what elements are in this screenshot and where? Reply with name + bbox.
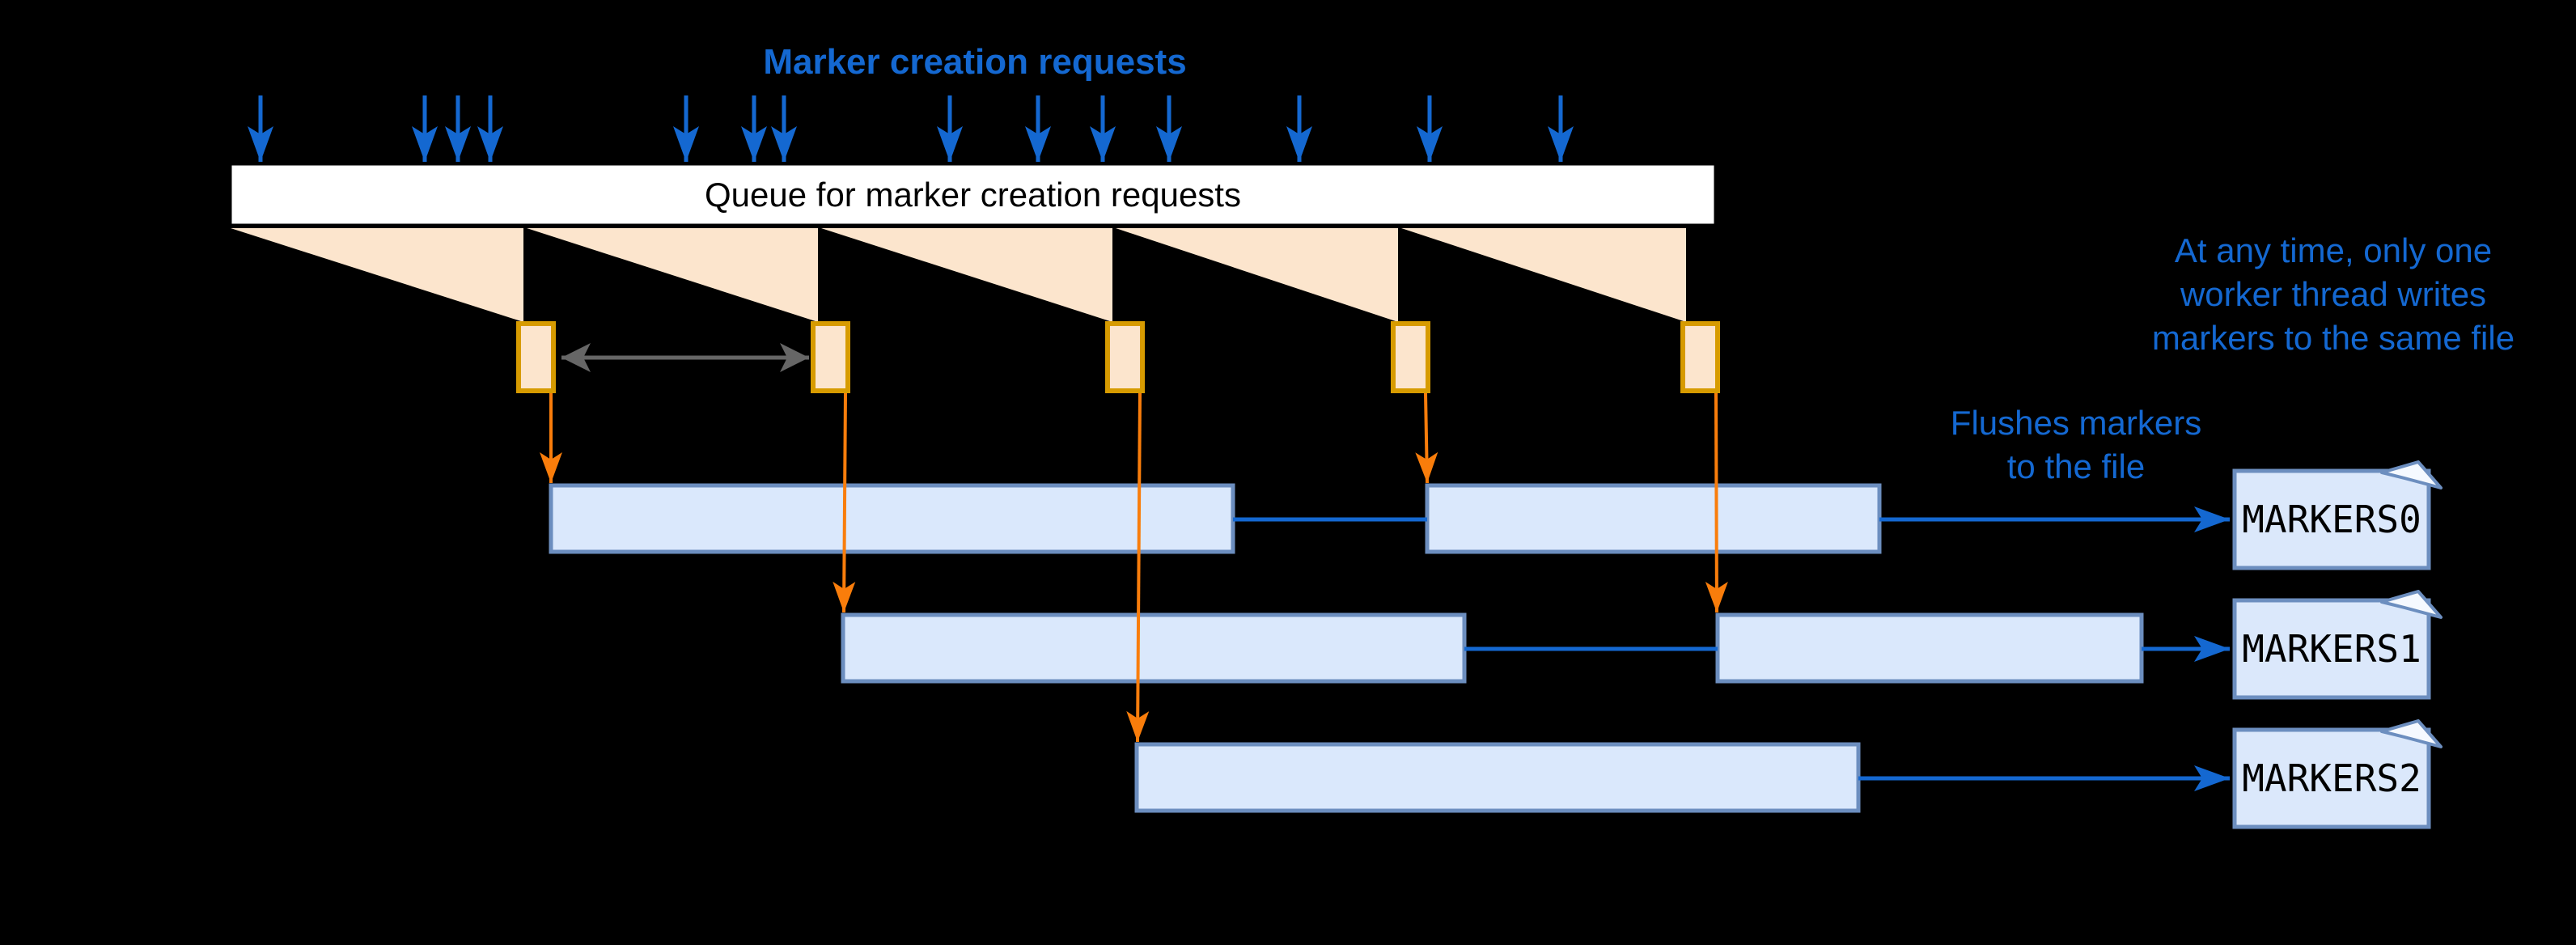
worker-thread-box xyxy=(1425,483,1882,554)
diagram-title: Marker creation requests xyxy=(763,42,1187,82)
file-page-fold-icon xyxy=(2380,719,2443,748)
file-markers0-label: MARKERS0 xyxy=(2242,498,2421,541)
worker-slot xyxy=(1680,321,1720,393)
worker-thread-box xyxy=(1715,612,2144,684)
file-page-fold-icon xyxy=(2380,590,2443,619)
marker-file-icon xyxy=(2232,598,2431,700)
queue-consumer-triangle xyxy=(527,228,818,322)
queue-box xyxy=(229,163,1717,227)
file-page-fold-icon xyxy=(2380,460,2443,489)
queue-label: Queue for marker creation requests xyxy=(705,175,1241,214)
marker-file-icon xyxy=(2232,727,2431,829)
worker-slot xyxy=(1391,321,1430,393)
worker-note: At any time, only one worker thread writ… xyxy=(2087,229,2576,360)
flush-note: Flushes markers to the file xyxy=(1898,401,2254,489)
worker-thread-box xyxy=(549,483,1235,554)
worker-thread-box xyxy=(1134,742,1861,813)
worker-thread-box xyxy=(841,612,1467,684)
worker-note-line: markers to the same file xyxy=(2151,319,2515,357)
file-markers2-label: MARKERS2 xyxy=(2242,756,2421,800)
file-markers1-label: MARKERS1 xyxy=(2242,627,2421,671)
flush-note-line: to the file xyxy=(2006,447,2146,485)
flush-note-line: Flushes markers xyxy=(1950,404,2202,442)
queue-consumer-triangle xyxy=(1116,228,1398,322)
worker-slot xyxy=(1105,321,1145,393)
queue-consumer-triangle xyxy=(231,228,523,322)
queue-consumer-triangle xyxy=(821,228,1112,322)
dispatch-arrow xyxy=(1415,392,1438,484)
worker-slot xyxy=(516,321,556,393)
worker-slot xyxy=(811,321,850,393)
dispatch-arrow xyxy=(833,392,856,613)
marker-file-icon xyxy=(2232,468,2431,570)
dispatch-arrow xyxy=(1705,392,1728,613)
worker-note-line: worker thread writes xyxy=(2180,275,2487,313)
worker-note-line: At any time, only one xyxy=(2174,231,2493,269)
dispatch-arrow xyxy=(1126,392,1150,743)
queue-consumer-triangle xyxy=(1401,228,1686,322)
